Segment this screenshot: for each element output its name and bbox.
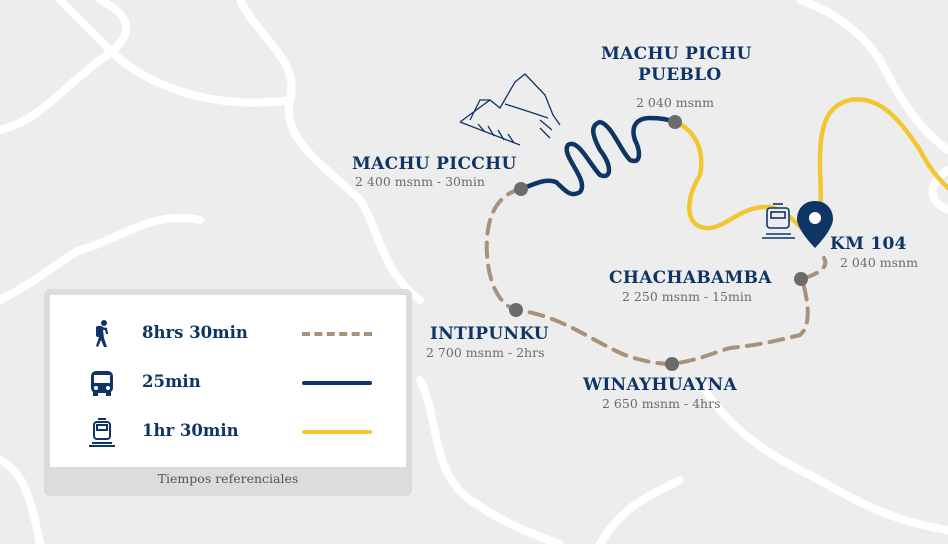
place-machu-pichu-pueblo-name: MACHU PICHU PUEBLO <box>601 44 752 86</box>
place-km104-detail: 2 040 msnm <box>840 255 918 270</box>
stop-machu-pichu-pueblo <box>668 115 682 129</box>
legend-body: 8hrs 30min 25min 1hr 30min <box>50 295 406 467</box>
place-machu-picchu-name: MACHU PICCHU <box>352 154 517 174</box>
stop-winayhuayna <box>665 357 679 371</box>
legend-footer: Tiempos referenciales <box>157 471 299 486</box>
hiker-icon <box>96 320 108 347</box>
stop-chachabamba <box>794 272 808 286</box>
legend-label: 1hr 30min <box>142 421 239 440</box>
place-chachabamba-name: CHACHABAMBA <box>609 268 772 288</box>
place-winayhuayna-name: WINAYHUAYNA <box>583 375 737 395</box>
bus-route <box>518 115 678 197</box>
trail-route <box>484 187 828 367</box>
legend-label: 8hrs 30min <box>142 323 248 342</box>
machu-picchu-mountain-icon <box>459 73 561 146</box>
legend-panel: 8hrs 30min 25min 1hr 30min Tiempos refer… <box>44 289 412 496</box>
km104-location-pin-icon <box>797 201 833 248</box>
legend-bus-line <box>302 381 372 385</box>
legend-item-trek: 8hrs 30min <box>50 314 406 354</box>
place-chachabamba-detail: 2 250 msnm - 15min <box>622 289 752 304</box>
legend-train-line <box>302 430 372 434</box>
name-line1: MACHU PICHU <box>601 44 752 64</box>
place-intipunku-detail: 2 700 msnm - 2hrs <box>426 345 545 360</box>
place-machu-picchu-detail: 2 400 msnm - 30min <box>355 174 485 189</box>
bus-icon <box>91 371 113 396</box>
legend-item-bus: 25min <box>50 363 406 403</box>
stop-dots <box>509 115 808 371</box>
legend-item-train: 1hr 30min <box>50 412 406 452</box>
name-line2: PUEBLO <box>638 65 722 85</box>
place-intipunku-name: INTIPUNKU <box>430 324 549 344</box>
stop-intipunku <box>509 303 523 317</box>
legend-trail-line <box>302 332 372 336</box>
legend-label: 25min <box>142 372 201 391</box>
train-icon <box>89 418 115 447</box>
stop-machu-picchu <box>514 182 528 196</box>
train-station-icon <box>762 203 795 239</box>
place-machu-pichu-pueblo-detail: 2 040 msnm <box>636 95 714 110</box>
place-km104-name: KM 104 <box>830 234 907 254</box>
place-winayhuayna-detail: 2 650 msnm - 4hrs <box>602 396 721 411</box>
